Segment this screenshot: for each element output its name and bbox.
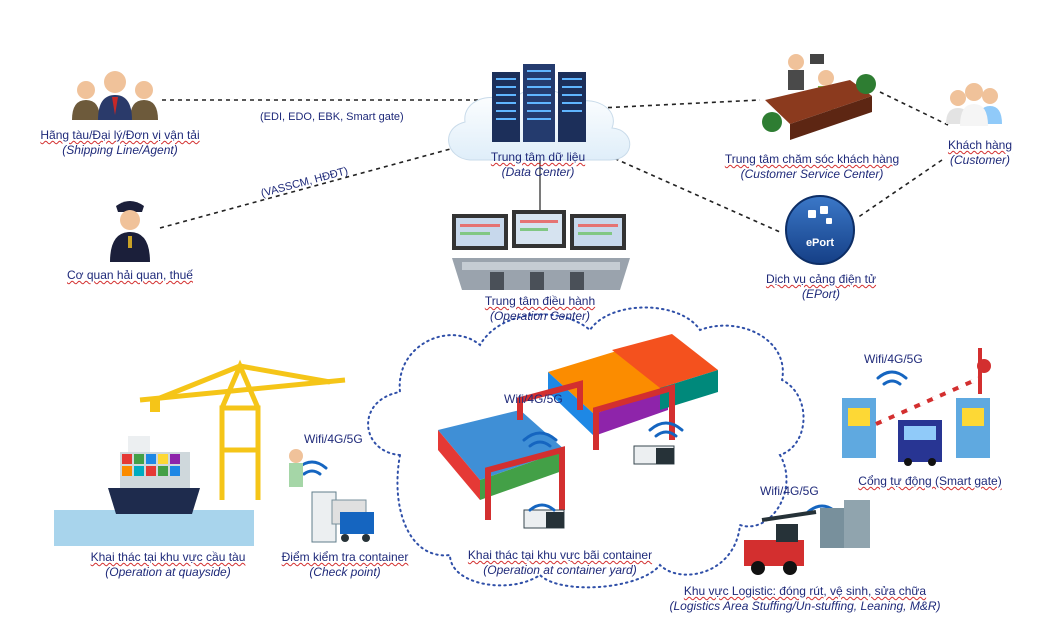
smartgate-label-vi: Cổng tự động (Smart gate) xyxy=(858,474,1002,488)
wifi-label-gate: Wifi/4G/5G xyxy=(864,352,923,366)
customers-icon xyxy=(946,83,1002,126)
line-datacenter-customer-service xyxy=(599,99,761,109)
shipping-label-vi: Hãng tàu/Đại lý/Đơn vị vận tải xyxy=(40,128,200,142)
yard-label: Khai thác tại khu vực bãi container (Ope… xyxy=(450,548,670,578)
smartgate-label: Cổng tự động (Smart gate) xyxy=(840,474,1020,489)
eport-badge-text: ePort xyxy=(806,237,834,249)
customer-label: Khách hàng (Customer) xyxy=(930,138,1030,168)
checkpoint-label-en: (Check point) xyxy=(309,565,381,579)
quayside-label-en: (Operation at quayside) xyxy=(105,565,231,579)
customer-label-en: (Customer) xyxy=(949,153,1010,167)
checkpoint-scene xyxy=(289,449,374,543)
smart-gate-scene xyxy=(842,348,991,466)
eport-label-en: (EPort) xyxy=(801,287,840,301)
container-stacks xyxy=(438,334,718,500)
operation-center-label-vi: Trung tâm điều hành xyxy=(484,294,596,308)
customs-label-vi: Cơ quan hải quan, thuế xyxy=(67,268,193,282)
shipping-agents-icon xyxy=(72,71,158,120)
customer-label-vi: Khách hàng xyxy=(947,138,1013,152)
quayside-label: Khai thác tại khu vực cầu tàu (Operation… xyxy=(68,550,268,580)
line-customer-service-customer xyxy=(879,91,949,126)
line-datacenter-eport xyxy=(599,151,781,233)
wifi-label-quay: Wifi/4G/5G xyxy=(304,432,363,446)
straddle-carriers xyxy=(485,380,675,520)
operation-center-label: Trung tâm điều hành (Operation Center) xyxy=(470,294,610,324)
customer-service-icon xyxy=(762,54,876,140)
line-customer-eport xyxy=(856,159,943,219)
customer-service-label-vi: Trung tâm chăm sóc khách hàng xyxy=(724,152,900,166)
yard-cloud xyxy=(367,306,805,589)
yard-label-vi: Khai thác tại khu vực bãi container xyxy=(467,548,653,562)
wifi-label-logistics: Wifi/4G/5G xyxy=(760,484,819,498)
server-icon xyxy=(492,64,586,142)
quayside-scene xyxy=(54,359,346,546)
line-customs-datacenter xyxy=(159,141,477,229)
logistics-label: Khu vực Logistic: đóng rút, vệ sinh, sửa… xyxy=(650,584,960,614)
eport-label-vi: Dịch vụ cảng điện tử xyxy=(765,272,877,286)
connection-label-vasscm: (VASSCM, HĐĐT) xyxy=(260,165,350,200)
datacenter-label-en: (Data Center) xyxy=(501,165,575,179)
checkpoint-label: Điểm kiểm tra container (Check point) xyxy=(270,550,420,580)
customer-service-label: Trung tâm chăm sóc khách hàng (Customer … xyxy=(712,152,912,182)
quayside-label-vi: Khai thác tại khu vực cầu tàu xyxy=(90,550,246,564)
yard-trucks xyxy=(523,445,675,529)
operation-center-label-en: (Operation Center) xyxy=(489,309,591,323)
wifi-label-yard: Wifi/4G/5G xyxy=(504,392,563,406)
logistics-label-vi: Khu vực Logistic: đóng rút, vệ sinh, sửa… xyxy=(683,584,927,598)
customer-service-label-en: (Customer Service Center) xyxy=(740,167,884,181)
operation-center-icon xyxy=(452,160,630,290)
shipping-label: Hãng tàu/Đại lý/Đơn vị vận tải (Shipping… xyxy=(20,128,220,158)
datacenter-label-vi: Trung tâm dữ liệu xyxy=(490,150,586,164)
logistics-label-en: (Logistics Area Stuffing/Un-stuffing, Le… xyxy=(669,599,941,613)
connection-label-edi: (EDI, EDO, EBK, Smart gate) xyxy=(260,111,404,123)
datacenter-label: Trung tâm dữ liệu (Data Center) xyxy=(468,150,608,180)
connection-lines xyxy=(159,91,949,233)
customs-label: Cơ quan hải quan, thuế xyxy=(40,268,220,283)
eport-badge xyxy=(785,195,855,265)
shipping-label-en: (Shipping Line/Agent) xyxy=(62,143,178,157)
checkpoint-label-vi: Điểm kiểm tra container xyxy=(281,550,409,564)
customs-officer-icon xyxy=(110,201,150,262)
yard-label-en: (Operation at container yard) xyxy=(483,563,637,577)
logistics-scene xyxy=(744,500,870,575)
eport-label: Dịch vụ cảng điện tử (EPort) xyxy=(736,272,906,302)
